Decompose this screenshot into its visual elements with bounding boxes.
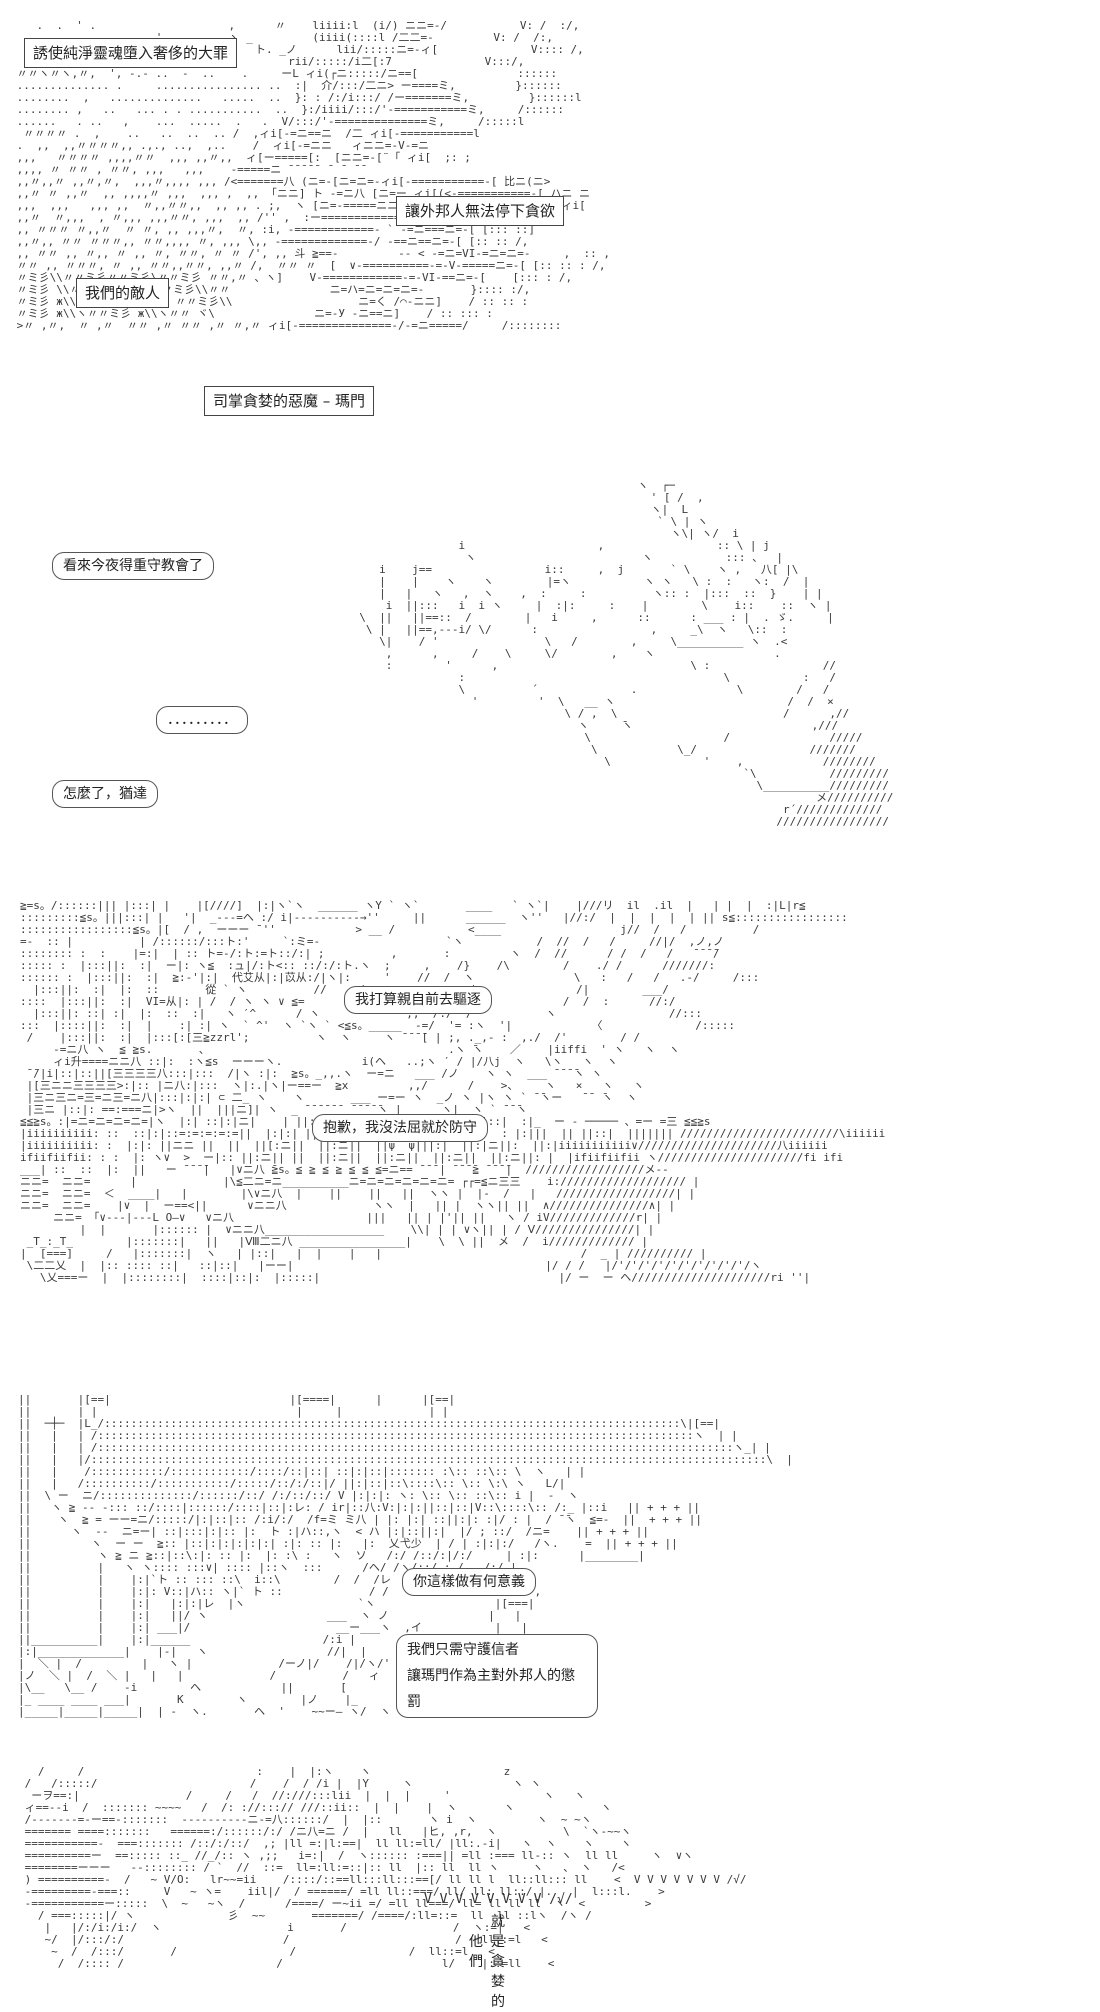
shout-text-column-left: 他們 bbox=[469, 1934, 483, 1970]
shout-text-column-right: 就是貪婪的 bbox=[491, 1914, 505, 2010]
speech-bubble: ．．．．．．．．． bbox=[156, 706, 248, 734]
bubble-line: 我們只需守護信者 bbox=[407, 1642, 519, 1658]
panel-5: / / : | |:ヽ ヽ z / /:::::/ / / / /i | |Y … bbox=[0, 1750, 1100, 2011]
panel-1: . . ' . , 〃 liiii:l (i/) ニニ=-/ V: / :/, … bbox=[0, 0, 1100, 460]
bubble-line: 讓瑪門作為主對外邦人的懲罰 bbox=[407, 1668, 575, 1710]
ascii-art-crowd-figure: / / : | |:ヽ ヽ z / /:::::/ / / / /i | |Y … bbox=[24, 1765, 747, 1970]
caption-box: 讓外邦人無法停下貪欲 bbox=[396, 196, 565, 226]
ascii-art-church-interior: ≧=s。/::::::||| |:::| | |[////] |:|ヽ`ヽ __… bbox=[20, 899, 886, 1284]
speech-bubble: 看來今夜得重守教會了 bbox=[52, 552, 214, 580]
speech-bubble: 我打算親自前去驅逐 bbox=[344, 986, 492, 1014]
shout-border-top: V V V V V V V V /√/ bbox=[424, 1892, 573, 1907]
ascii-art-chapel-scene: || |[==| |[====| | |[==| || | | | | | | … bbox=[18, 1393, 793, 1718]
speech-bubble: 你這樣做有何意義 bbox=[402, 1568, 536, 1596]
caption-box: 誘使純淨靈魂墮入奢侈的大罪 bbox=[24, 38, 238, 68]
panel-3: ≧=s。/::::::||| |:::| | |[////] |:|ヽ`ヽ __… bbox=[0, 880, 1100, 1360]
speech-bubble: 怎麼了，猶達 bbox=[52, 780, 158, 808]
caption-box: 司掌貪婪的惡魔 – 瑪門 bbox=[204, 386, 375, 416]
panel-2: ヽ ┌─ ' [ / , ヽ| L bbox=[0, 470, 1100, 870]
ascii-art-mammon-body: . . ' . , 〃 liiii:l (i/) ニニ=-/ V: / :/, … bbox=[16, 19, 610, 332]
speech-bubble-multiline: 我們只需守護信者 讓瑪門作為主對外邦人的懲罰 bbox=[396, 1634, 598, 1718]
panel-4: || |[==| |[====| | |[==| || | | | | | | … bbox=[0, 1380, 1100, 1740]
speech-bubble: 抱歉，我沒法屈就於防守 bbox=[312, 1114, 488, 1142]
ascii-art-standing-figure: ヽ ┌─ ' [ / , ヽ| L bbox=[359, 479, 894, 828]
caption-box: 我們的敵人 bbox=[76, 278, 170, 308]
